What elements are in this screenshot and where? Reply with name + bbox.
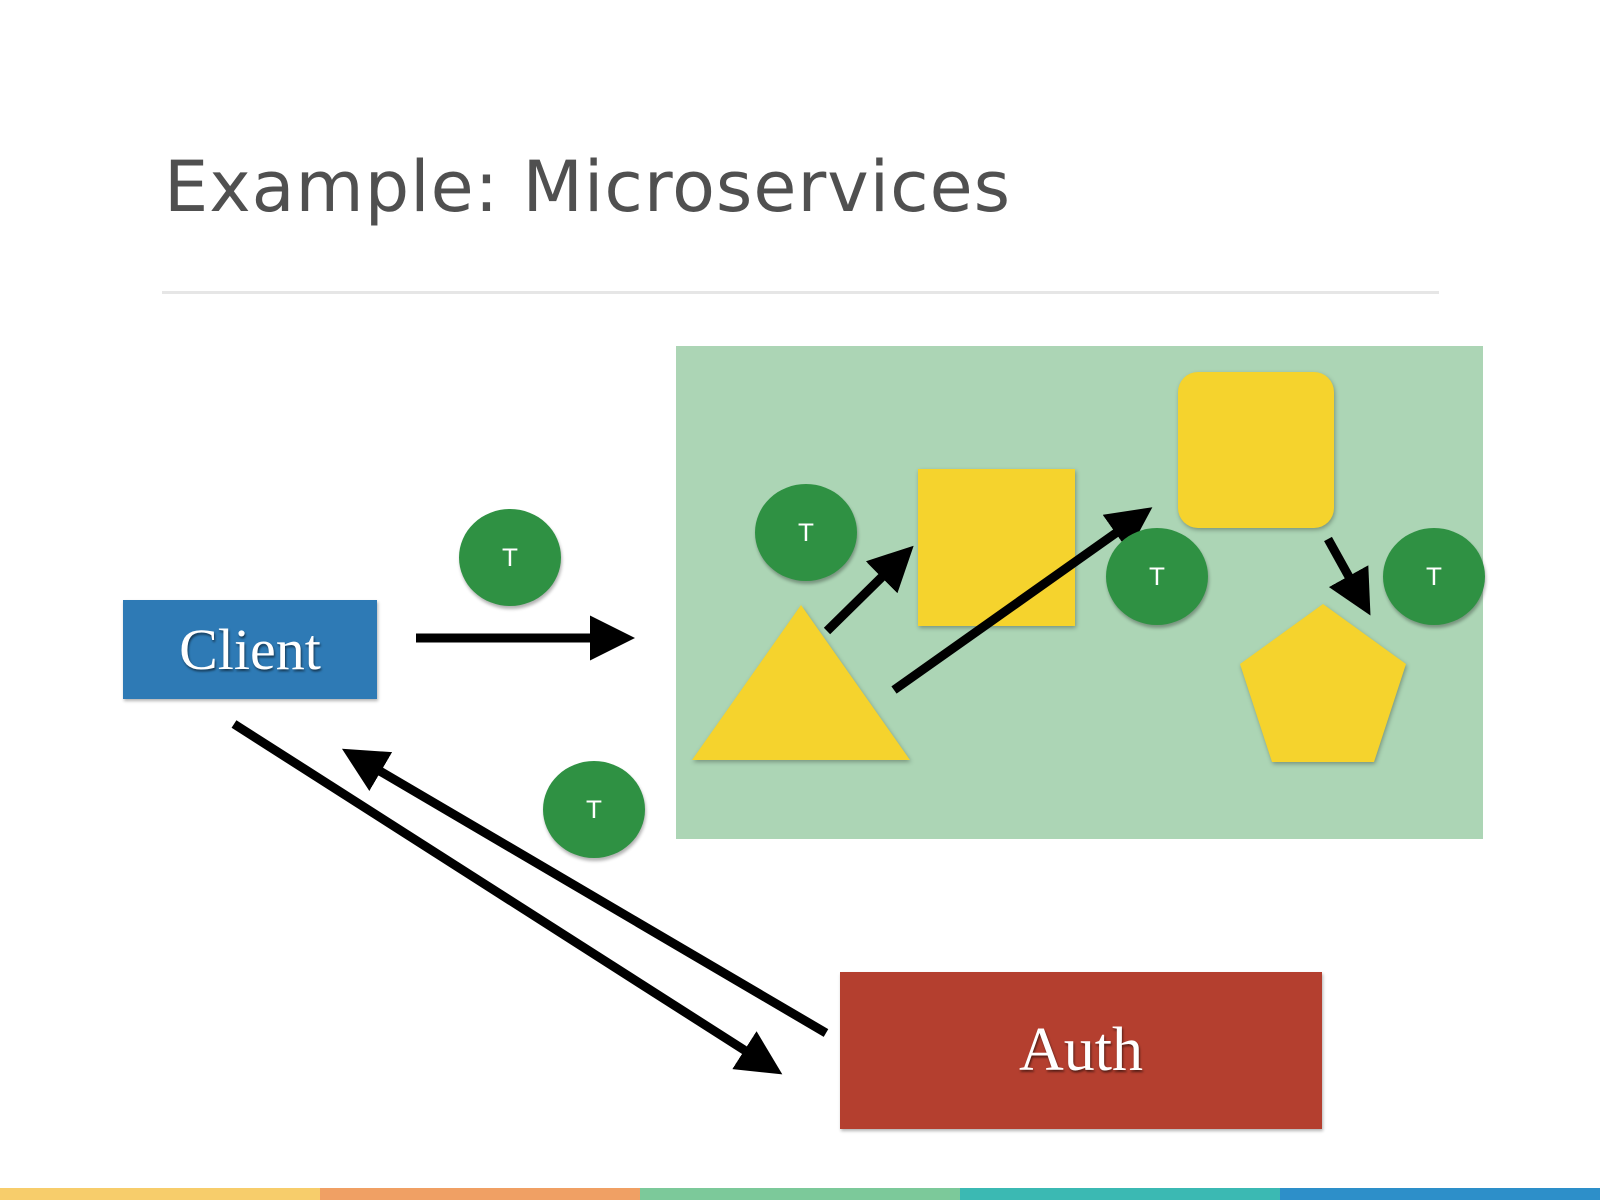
footer-color-segment (640, 1188, 960, 1200)
token-badge: T (1106, 528, 1208, 625)
auth-box: Auth (840, 972, 1322, 1129)
arrow-client-to-auth (231, 720, 783, 1075)
service-square (918, 469, 1075, 626)
arrow-auth-to-client (341, 748, 829, 1037)
token-badge: T (459, 509, 561, 606)
arrow-rounded-square-to-pentagon (1324, 536, 1371, 616)
footer-color-segment (320, 1188, 640, 1200)
footer-color-segment (0, 1188, 320, 1200)
slide-title: Example: Microservices (164, 146, 1012, 228)
footer-color-segment (960, 1188, 1280, 1200)
service-rounded-square (1178, 372, 1334, 528)
service-pentagon (1240, 604, 1406, 762)
title-divider (162, 291, 1439, 294)
service-triangle (692, 605, 910, 760)
client-label: Client (179, 617, 321, 682)
token-badge: T (543, 761, 645, 858)
token-badge: T (1383, 528, 1485, 625)
footer-color-bar (0, 1188, 1600, 1200)
footer-color-segment (1280, 1188, 1600, 1200)
arrow-triangle-to-rounded-square (891, 507, 1153, 694)
token-badge: T (755, 484, 857, 581)
arrow-triangle-to-square (823, 545, 914, 635)
auth-label: Auth (1019, 1016, 1143, 1084)
client-box: Client (123, 600, 377, 699)
